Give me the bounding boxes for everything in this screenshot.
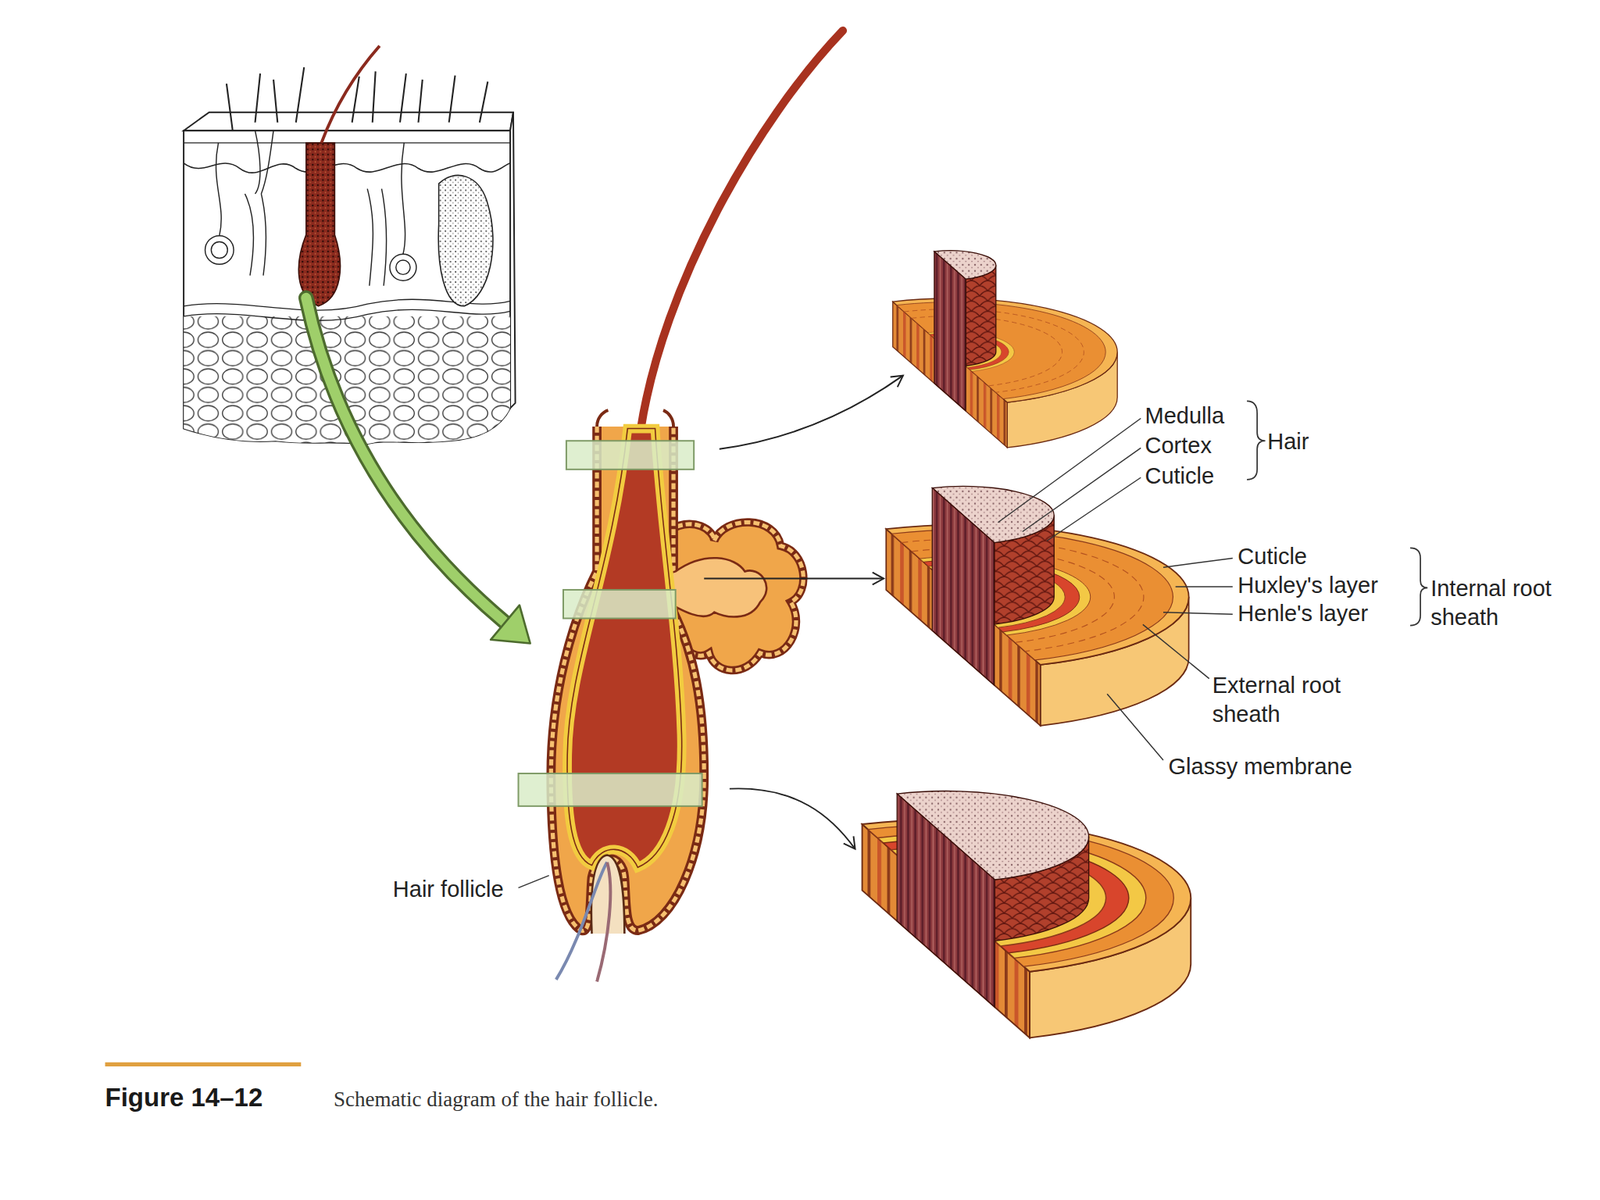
figure-caption: Schematic diagram of the hair follicle. — [333, 1086, 658, 1111]
surface-hairs — [226, 67, 488, 131]
caption-rule — [105, 1062, 302, 1067]
part-label: Cuticle — [1144, 461, 1215, 491]
zoom-arrow — [306, 297, 531, 643]
hair-shaft — [640, 30, 843, 429]
cross-section-top — [892, 250, 1118, 448]
part-label: Glassy membrane — [1168, 753, 1353, 783]
part-label: External root sheath — [1212, 671, 1371, 729]
skin-gland — [438, 175, 493, 306]
dermal-ridge — [183, 163, 511, 173]
bracket-label: Hair — [1267, 427, 1309, 457]
skin-hair — [321, 46, 379, 143]
skin-follicle — [298, 142, 340, 307]
artery — [596, 862, 611, 983]
vein — [556, 862, 608, 980]
leader-line — [518, 418, 1233, 889]
epidermis-line — [183, 142, 511, 143]
part-label: Cuticle — [1237, 542, 1308, 572]
part-label: Medulla — [1144, 401, 1225, 431]
hair-follicle — [550, 410, 767, 982]
bracket-label: Internal root sheath — [1430, 574, 1589, 633]
pointer-arrow — [703, 375, 904, 850]
cross-section-middle — [885, 485, 1189, 726]
part-label: Hair follicle — [392, 875, 504, 904]
figure-number: Figure 14–12 — [105, 1081, 264, 1115]
part-label: Henle's layer — [1237, 600, 1368, 629]
part-label: Cortex — [1144, 431, 1211, 461]
part-label: Huxley's layer — [1237, 571, 1379, 600]
section-band — [518, 440, 703, 807]
cross-section-bottom — [862, 791, 1192, 1039]
skin-block — [183, 46, 515, 450]
